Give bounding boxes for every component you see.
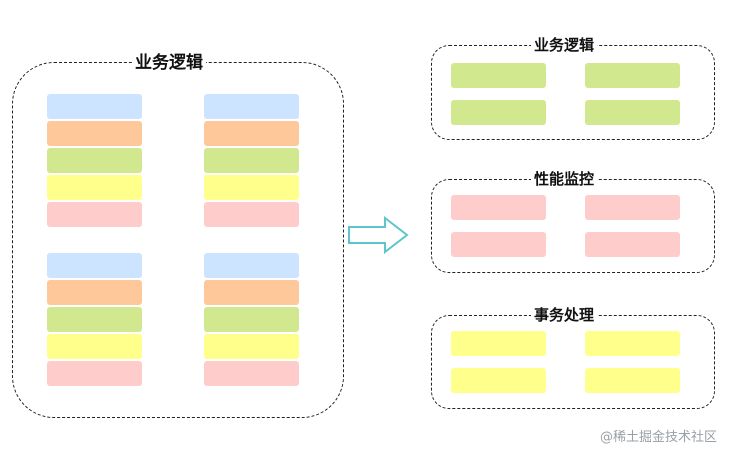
- left-block-col2-upper-4: [204, 175, 299, 200]
- left-block-col1-upper-2: [47, 121, 142, 146]
- right-transaction-block-1: [451, 331, 546, 356]
- right-group-transaction-box: [431, 315, 715, 409]
- left-block-col2-lower-5: [204, 361, 299, 386]
- right-group-business-box: [431, 45, 715, 140]
- left-block-col2-upper-1: [204, 94, 299, 119]
- transform-arrow-icon: [348, 215, 409, 255]
- left-block-col2-lower-2: [204, 280, 299, 305]
- left-block-col2-lower-3: [204, 307, 299, 332]
- right-performance-block-3: [451, 232, 546, 257]
- watermark: @稀土掘金技术社区: [599, 430, 717, 445]
- left-block-col1-lower-5: [47, 361, 142, 386]
- left-group-title: 业务逻辑: [132, 55, 206, 72]
- left-block-col1-lower-3: [47, 307, 142, 332]
- right-performance-block-1: [451, 195, 546, 220]
- left-block-col2-upper-5: [204, 202, 299, 227]
- left-block-col1-lower-4: [47, 334, 142, 359]
- left-block-col2-upper-2: [204, 121, 299, 146]
- right-transaction-block-2: [585, 331, 680, 356]
- right-group-transaction-title: 事务处理: [531, 308, 598, 323]
- left-block-col2-upper-3: [204, 148, 299, 173]
- right-business-block-4: [585, 100, 680, 125]
- right-group-performance-box: [431, 179, 715, 273]
- left-block-col1-lower-1: [47, 253, 142, 278]
- left-block-col1-upper-1: [47, 94, 142, 119]
- left-block-col1-upper-4: [47, 175, 142, 200]
- right-group-performance-title: 性能监控: [531, 172, 598, 187]
- left-block-col1-lower-2: [47, 280, 142, 305]
- left-block-col1-upper-3: [47, 148, 142, 173]
- left-block-col2-lower-4: [204, 334, 299, 359]
- right-transaction-block-4: [585, 368, 680, 393]
- right-business-block-1: [451, 63, 546, 88]
- right-business-block-3: [451, 100, 546, 125]
- left-block-col2-lower-1: [204, 253, 299, 278]
- right-group-business-title: 业务逻辑: [531, 38, 598, 53]
- left-block-col1-upper-5: [47, 202, 142, 227]
- right-transaction-block-3: [451, 368, 546, 393]
- right-business-block-2: [585, 63, 680, 88]
- right-performance-block-4: [585, 232, 680, 257]
- right-performance-block-2: [585, 195, 680, 220]
